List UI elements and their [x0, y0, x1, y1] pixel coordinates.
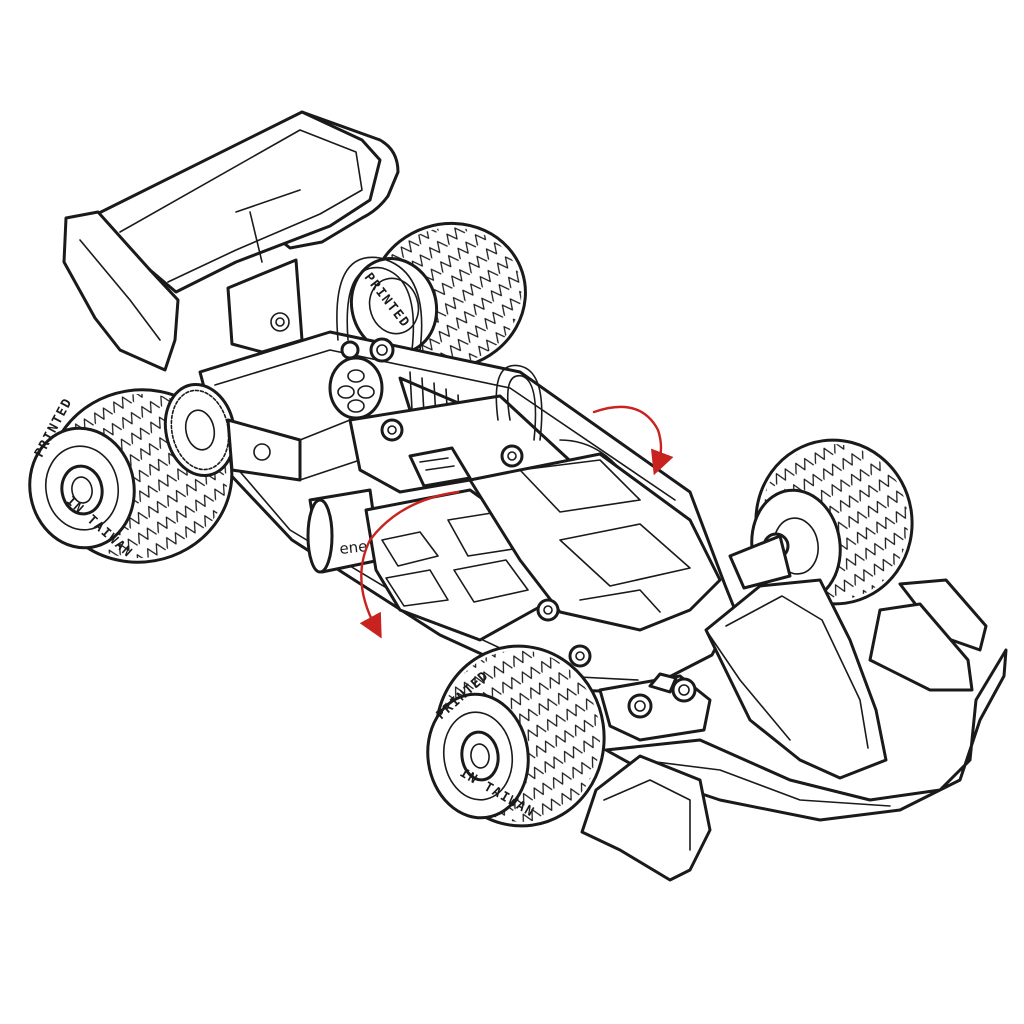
rear-left-tyre: PRINTED IN TAIWAN — [28, 388, 234, 564]
motor-label: ene — [339, 537, 369, 558]
nose-cone — [704, 578, 888, 780]
rear-right-tyre: PRINTED — [349, 221, 527, 371]
motor: ene — [306, 488, 382, 574]
rotation-arrow-clockwise-icon — [592, 405, 674, 476]
spur-gear-assembly — [163, 382, 361, 482]
rear-wing — [62, 110, 400, 372]
front-right-tyre — [728, 438, 914, 606]
rotation-arrow-counterclockwise-icon — [359, 490, 460, 639]
front-left-tyre: PRINTED IN TAIWAN — [426, 644, 606, 828]
receiver-box — [468, 452, 722, 668]
front-wing — [580, 578, 1008, 882]
front-suspension — [598, 672, 712, 742]
